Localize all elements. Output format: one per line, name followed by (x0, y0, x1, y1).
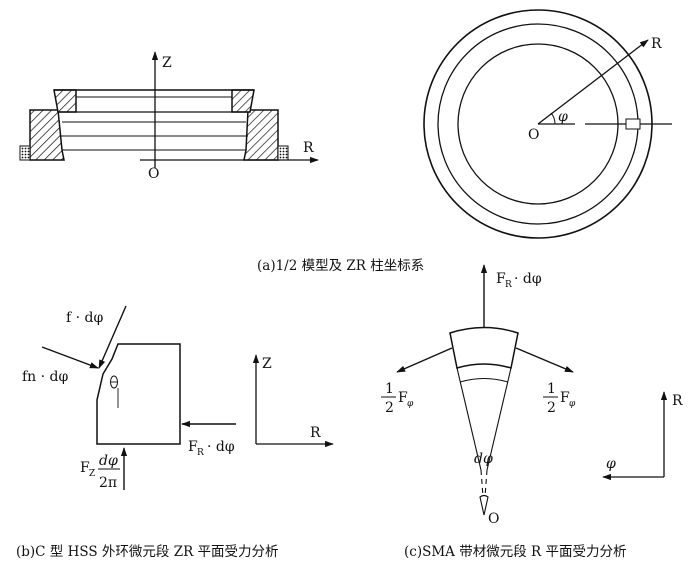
phi-label: φ (558, 109, 568, 125)
friction-force-label: f · dφ (66, 310, 103, 326)
right-half-numerator: 1 (547, 381, 556, 397)
panel-a-top-view (423, 9, 672, 239)
panel-a-section (19, 89, 289, 161)
outer-ring-right-section (243, 109, 279, 161)
sma-element-block (449, 326, 519, 369)
panel-c-left-hoop-arrow (396, 347, 453, 373)
panel-c-radial-force-tail: · dφ (514, 271, 542, 287)
caption-c: (c)SMA 带材微元段 R 平面受力分析 (404, 544, 626, 560)
caption-a: (a)1/2 模型及 ZR 柱坐标系 (257, 258, 424, 274)
radial-force-label: · dφ (207, 439, 235, 455)
axial-force-main: F (80, 460, 90, 476)
right-half-denominator: 2 (547, 400, 556, 416)
left-hoop-force-sub: φ (407, 399, 414, 409)
dphi-label: dφ (474, 451, 493, 467)
axial-force-sub: Z (89, 469, 95, 479)
panel-c-radial-force-sub: R (505, 280, 512, 290)
left-half-denominator: 2 (385, 400, 394, 416)
radius-arrow (537, 39, 649, 125)
origin-label: O (148, 166, 159, 182)
radial-force-sub: R (197, 448, 204, 458)
sma-strip-left (19, 145, 31, 161)
panel-c-r-label: R (672, 393, 683, 409)
r-axis-label: R (303, 140, 314, 156)
left-hoop-force-main: F (398, 390, 408, 406)
panel-b-r-label: R (310, 425, 321, 441)
friction-force-arrow (98, 305, 127, 369)
panel-c-origin-label: O (488, 511, 499, 527)
hss-element-outline (96, 343, 181, 445)
right-hoop-force-sub: φ (569, 399, 576, 409)
panel-c-right-hoop-arrow (515, 347, 574, 373)
left-half-numerator: 1 (385, 381, 394, 397)
inner-ring-right-section (231, 89, 255, 113)
sma-strip-right (277, 145, 289, 161)
panel-c-element (449, 326, 519, 516)
angle-arc (550, 112, 556, 125)
panel-c-phi-label: φ (606, 456, 616, 472)
micro-element (625, 118, 641, 130)
caption-b: (b)C 型 HSS 外环微元段 ZR 平面受力分析 (16, 544, 279, 560)
normal-force-arrow (41, 346, 99, 369)
right-hoop-force-main: F (560, 390, 570, 406)
normal-force-label: fn · dφ (22, 369, 69, 385)
panel-b-z-label: Z (262, 356, 272, 372)
panel-c-radial-force-main: F (496, 271, 506, 287)
axial-force-numerator: dφ (99, 453, 118, 469)
axial-force-denominator: 2π (99, 475, 117, 491)
radial-force-main: F (188, 439, 198, 455)
z-axis-label: Z (162, 55, 172, 71)
origin-right-label: O (528, 127, 539, 143)
inner-ring-left-section (53, 89, 77, 113)
r-label-right: R (651, 36, 662, 52)
panel-b-element (96, 343, 181, 445)
outer-ring-left-section (29, 109, 65, 161)
